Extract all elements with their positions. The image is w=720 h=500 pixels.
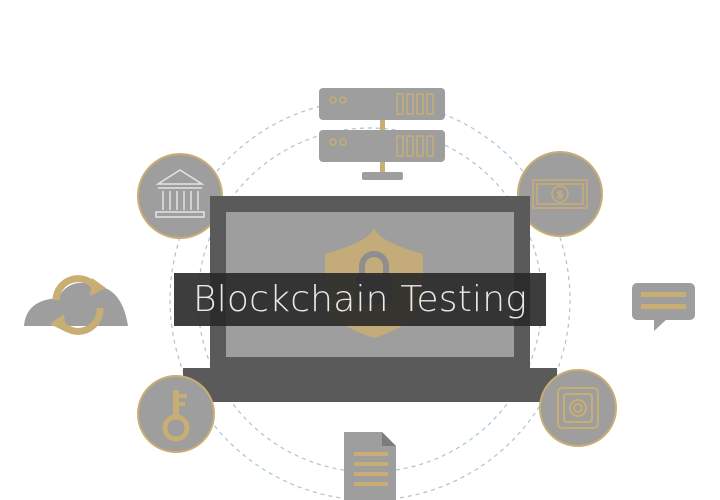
bank-icon [137,153,223,239]
key-icon [137,375,215,453]
page-title: Blockchain Testing [192,279,528,320]
document-icon [344,432,396,500]
server-icon [319,88,445,180]
chat-icon [632,283,695,331]
money-icon: $ [517,151,603,237]
cloud-sync-icon [24,275,128,335]
svg-text:$: $ [556,188,564,201]
vault-icon [539,369,617,447]
title-banner: Blockchain Testing [174,273,546,326]
